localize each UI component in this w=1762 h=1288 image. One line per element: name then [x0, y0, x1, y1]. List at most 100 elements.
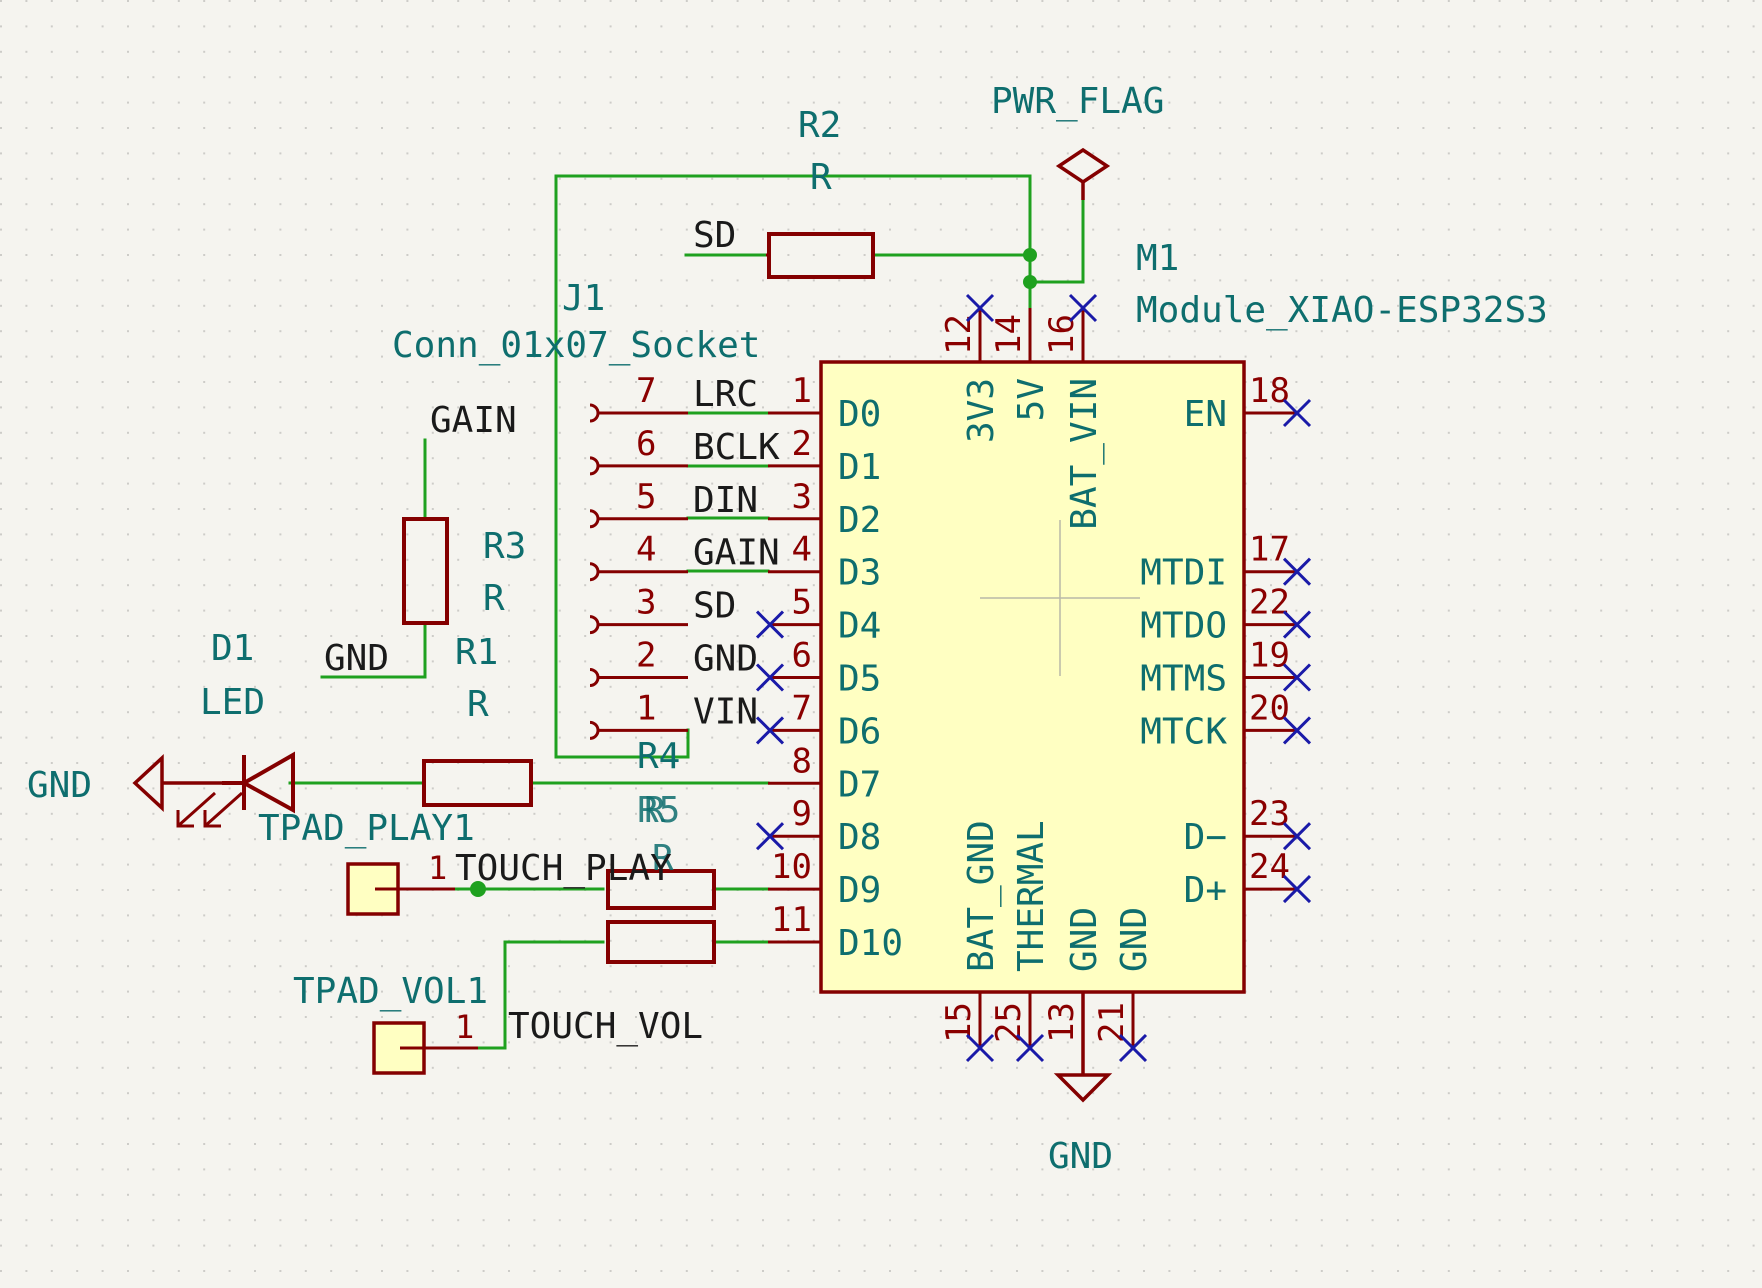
- m1-pin-name: D3: [838, 553, 881, 594]
- tpad-vol-pin-number: 1: [455, 1008, 474, 1046]
- pwr-flag-symbol[interactable]: [1055, 147, 1111, 200]
- m1-pin-number: 11: [771, 900, 812, 940]
- r3-value: R: [483, 578, 505, 619]
- m1-pin-name: D2: [838, 500, 881, 541]
- no-connect-marker: [1282, 716, 1312, 745]
- r5-ref: R5: [637, 790, 680, 831]
- tpad-vol[interactable]: 1 TPAD_VOL1: [293, 971, 488, 1075]
- junction-dot: [1023, 275, 1037, 289]
- m1-pin-number: 22: [1249, 583, 1290, 623]
- tpad-vol-ref: TPAD_VOL1: [293, 971, 488, 1012]
- r2-ref: R2: [798, 105, 841, 146]
- m1-pin-number: 1: [792, 371, 812, 411]
- no-connect-marker: [1282, 398, 1312, 428]
- j1-pin-7[interactable]: 7 LRC: [589, 371, 758, 423]
- m1-pin-name: GND: [1114, 907, 1155, 972]
- r5-resistor[interactable]: R5 R: [606, 790, 716, 910]
- m1-pin-name: D6: [838, 711, 881, 752]
- m1-pin-name: BAT_VIN: [1064, 378, 1105, 530]
- j1-pin-number: 2: [636, 636, 656, 676]
- m1-pin-number: 4: [792, 530, 812, 570]
- tpad-vol-body[interactable]: [372, 1021, 426, 1075]
- m1-pin-number: 8: [792, 741, 812, 781]
- r1-resistor[interactable]: R1 R: [422, 632, 533, 807]
- net-label-gnd: GND: [324, 638, 389, 679]
- r5-body[interactable]: [606, 869, 716, 910]
- r4-body[interactable]: [606, 920, 716, 964]
- pwr-flag-label: PWR_FLAG: [991, 81, 1164, 122]
- j1-pin-2[interactable]: 2 GND: [589, 636, 758, 687]
- d1-led[interactable]: [176, 751, 295, 828]
- m1-pin-number: 23: [1249, 794, 1290, 834]
- tpad-play-pin-number: 1: [428, 849, 447, 887]
- gnd-bottom-label: GND: [1048, 1136, 1113, 1177]
- m1-pin-number: 20: [1249, 688, 1290, 728]
- gnd-symbol-bottom[interactable]: [1053, 992, 1113, 1103]
- r1-body[interactable]: [422, 759, 533, 807]
- r4-resistor[interactable]: R4 R: [606, 736, 716, 964]
- m1-pin-number: 2: [792, 424, 812, 464]
- no-connect-marker: [1282, 875, 1312, 904]
- r3-resistor[interactable]: R3 R: [402, 517, 526, 625]
- r2-resistor[interactable]: R2 R: [766, 105, 875, 279]
- no-connect-marker: [965, 1033, 995, 1063]
- tpad-play[interactable]: 1 TPAD_PLAY1: [258, 808, 475, 916]
- no-connect-marker: [755, 716, 785, 745]
- no-connect-marker: [1068, 293, 1098, 323]
- led-triangle: [239, 751, 295, 814]
- no-connect-marker: [965, 293, 995, 323]
- wire-vin[interactable]: [554, 728, 690, 759]
- j1-pin-number: 1: [636, 688, 656, 728]
- m1-pin-name: D1: [838, 447, 881, 488]
- no-connect-marker: [1282, 557, 1312, 586]
- m1-pin-number: 13: [1042, 1002, 1082, 1043]
- m1-pin-name: D0: [838, 394, 881, 435]
- m1-pin-number: 19: [1249, 636, 1290, 676]
- j1-pin-number: 7: [636, 371, 656, 411]
- j1-net-label: GAIN: [693, 533, 780, 574]
- m1-pin-number: 3: [792, 477, 812, 517]
- m1-pin-number: 7: [792, 688, 812, 728]
- wire-gnd-r3[interactable]: [320, 623, 427, 679]
- j1-net-label: LRC: [693, 374, 758, 415]
- m1-pin-name: MTDO: [1140, 606, 1227, 647]
- d1-ref: D1: [211, 628, 254, 669]
- j1-value: Conn_01x07_Socket: [392, 325, 760, 366]
- m1-pin-name: D8: [838, 817, 881, 858]
- m1-pin-name: MTMS: [1140, 659, 1227, 700]
- j1-pin-number: 4: [636, 530, 656, 570]
- j1-net-label: GND: [693, 639, 758, 680]
- j1-pin-number: 3: [636, 583, 656, 623]
- m1-pin-name: D5: [838, 659, 881, 700]
- r5-value: R: [652, 838, 674, 879]
- wire-5v-loop-top[interactable]: [554, 174, 1032, 257]
- m1-value: Module_XIAO-ESP32S3: [1136, 290, 1548, 331]
- no-connect-marker: [755, 822, 785, 851]
- no-connect-marker: [1282, 822, 1312, 851]
- m1-body[interactable]: [819, 360, 1246, 994]
- net-label-touch-play: TOUCH_PLAY: [455, 848, 672, 889]
- j1-ref: J1: [562, 278, 605, 319]
- j1-pin-number: 6: [636, 424, 656, 464]
- m1-pin-name: D7: [838, 764, 881, 805]
- r2-value: R: [810, 157, 832, 198]
- m1-pin-number: 21: [1092, 1002, 1132, 1043]
- m1-pin-name: 5V: [1011, 378, 1052, 421]
- no-connect-marker: [1118, 1033, 1148, 1063]
- m1-pin-number: 6: [792, 636, 812, 676]
- r3-body[interactable]: [402, 517, 449, 625]
- gnd-symbol-left[interactable]: [132, 753, 222, 813]
- junction-dot: [470, 881, 486, 897]
- m1-module[interactable]: 1D02D13D24D35D46D57D68D79D810D911D1018EN…: [755, 238, 1548, 1063]
- m1-pin-name: BAT_GND: [961, 820, 1002, 972]
- r2-body[interactable]: [767, 232, 875, 279]
- j1-pin-4[interactable]: 4 GAIN: [589, 530, 780, 582]
- m1-pin-number: 17: [1249, 530, 1290, 570]
- r3-ref: R3: [483, 526, 526, 567]
- wire-pwr-flag[interactable]: [1028, 196, 1085, 284]
